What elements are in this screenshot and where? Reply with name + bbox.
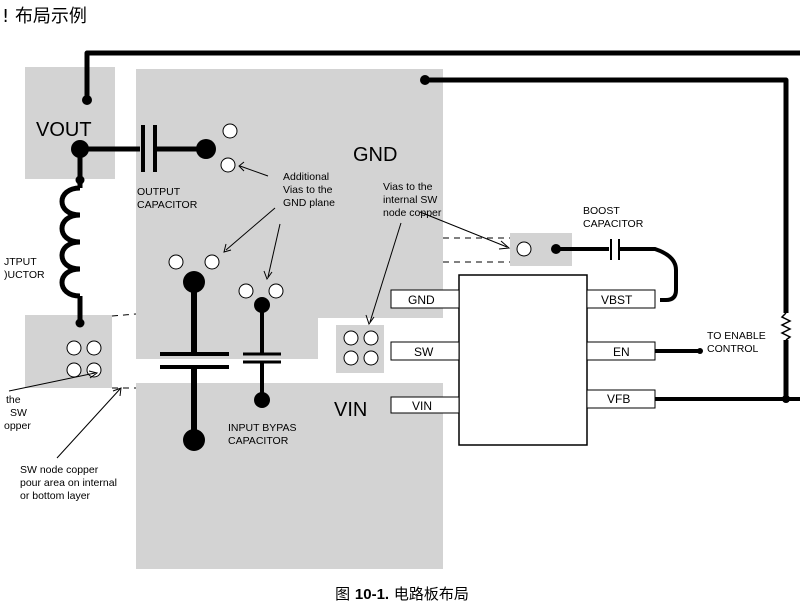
svg-text:Additional: Additional: [283, 171, 329, 183]
resistor-symbol: [780, 312, 792, 341]
output-inductor-label: JTPUT )UCTOR: [4, 256, 45, 281]
input-capacitor-main: [160, 254, 229, 451]
svg-text:CONTROL: CONTROL: [707, 343, 758, 355]
section-title: ! 布局示例: [2, 6, 87, 27]
sw-node-copper-label: SW node copper pour area on internal or …: [20, 464, 117, 502]
pin-sw-label: SW: [414, 345, 434, 359]
vout-label: VOUT: [36, 119, 92, 141]
svg-text:OUTPUT: OUTPUT: [137, 186, 181, 198]
gnd-copper-region: [136, 69, 443, 359]
svg-text:internal SW: internal SW: [383, 194, 437, 206]
boost-capacitor: [556, 239, 678, 302]
enable-via: [697, 348, 703, 354]
svg-text:JTPUT: JTPUT: [4, 256, 37, 268]
sw-copper-left-label: the SW opper: [4, 394, 31, 432]
svg-text:TO ENABLE: TO ENABLE: [707, 330, 766, 342]
annotation-arrows: [8, 161, 511, 459]
svg-text:SW: SW: [10, 407, 27, 419]
svg-text:Vias to the: Vias to the: [283, 184, 333, 196]
enable-control-label: TO ENABLE CONTROL: [707, 330, 766, 355]
vin-copper-region: [136, 383, 443, 569]
svg-text:SW node copper: SW node copper: [20, 464, 99, 476]
sw-copper-region-ic: [336, 325, 384, 373]
pin-vin-label: VIN: [412, 399, 432, 413]
inductor-via-bottom: [75, 318, 85, 328]
gnd-vias-output: [220, 123, 238, 173]
input-bypass-label: INPUT BYPAS CAPACITOR: [228, 422, 296, 447]
sw-node-dashed-lines: [111, 237, 510, 389]
boost-via: [516, 241, 532, 257]
svg-text:CAPACITOR: CAPACITOR: [228, 435, 289, 447]
ic-pins: [390, 289, 656, 414]
vout-copper-region: [25, 67, 115, 179]
boost-capacitor-label: BOOST CAPACITOR: [583, 205, 644, 230]
svg-text:or bottom layer: or bottom layer: [20, 490, 91, 502]
svg-text:INPUT BYPAS: INPUT BYPAS: [228, 422, 296, 434]
sw-vias-left: [66, 340, 102, 378]
pin-vfb-label: VFB: [607, 392, 630, 406]
gnd-trace-via: [420, 75, 430, 85]
ic-chip: [458, 274, 588, 446]
svg-text:CAPACITOR: CAPACITOR: [583, 218, 644, 230]
sw-vias-ic: [343, 330, 379, 366]
pin-en-label: EN: [613, 345, 630, 359]
inductor-via-top: [75, 175, 85, 185]
svg-text:node copper: node copper: [383, 207, 442, 219]
input-bypass-capacitor: [238, 283, 284, 408]
svg-text:pour area on internal: pour area on internal: [20, 477, 117, 489]
gnd-label: GND: [353, 144, 397, 166]
svg-text:BOOST: BOOST: [583, 205, 620, 217]
output-capacitor-label: OUTPUT CAPACITOR: [137, 186, 198, 211]
additional-vias-label: Additional Vias to the GND plane: [283, 171, 335, 209]
svg-text:opper: opper: [4, 420, 31, 432]
pin-gnd-label: GND: [408, 293, 435, 307]
vin-label: VIN: [334, 399, 367, 421]
vias-sw-label: Vias to the internal SW node copper: [383, 181, 442, 219]
feedback-trace: [84, 50, 800, 398]
svg-text:GND plane: GND plane: [283, 197, 335, 209]
svg-text:CAPACITOR: CAPACITOR: [137, 199, 198, 211]
vout-sense-via: [82, 95, 92, 105]
vfb-via: [782, 395, 790, 403]
svg-text:Vias to the: Vias to the: [383, 181, 433, 193]
figure-caption: 图 10-1. 电路板布局: [335, 585, 469, 603]
svg-text:)UCTOR: )UCTOR: [4, 269, 45, 281]
pin-vbst-label: VBST: [601, 293, 633, 307]
svg-text:the: the: [6, 394, 21, 406]
